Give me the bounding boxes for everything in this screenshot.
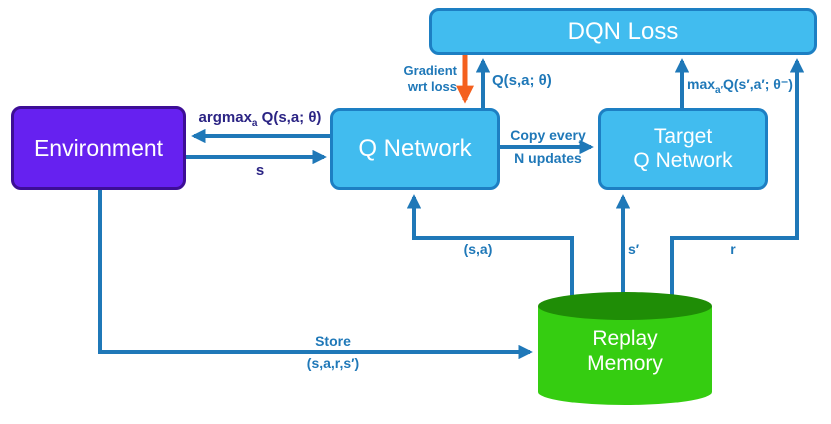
max-post: Q(s′,a′; θ⁻) [723,76,793,92]
reward-label: r [730,241,736,257]
replay-memory-cylinder-top [538,292,712,320]
max-pre: max [687,76,716,92]
replay-memory-label: Replay Memory [587,327,663,376]
arrow-reward [670,58,805,300]
s-prime-label: s′ [628,241,640,257]
max-sub: a′ [715,84,723,96]
store-label: Store [315,333,351,349]
sa-sample-label: (s,a) [463,241,493,257]
gradient-wrt-loss-label: Gradient wrt loss [403,63,457,95]
argmax-action-label: argmaxa Q(s,a; θ) [194,109,326,131]
n-updates-label: N updates [514,150,582,166]
dqn-loss-node: DQN Loss [429,8,817,55]
store-tuple-label: (s,a,r,s′) [306,355,360,371]
environment-node: Environment [11,106,186,190]
target-q-network-node: Target Q Network [598,108,768,190]
copy-every-label: Copy every [510,127,586,143]
arrow-store-transition [98,190,533,360]
arrow-sa-sample [406,194,574,300]
replay-memory-node: Replay Memory [538,292,712,406]
replay-memory-cylinder-body [538,306,712,405]
argmax-sub: a [251,118,258,129]
state-label: s [255,162,265,179]
q-value-label: Q(s,a; θ) [492,72,552,89]
argmax-post: Q(s,a; θ) [257,109,322,126]
max-q-label: maxa′Q(s′,a′; θ⁻) [687,76,793,97]
argmax-pre: argmax [198,109,252,126]
q-network-node: Q Network [330,108,500,190]
